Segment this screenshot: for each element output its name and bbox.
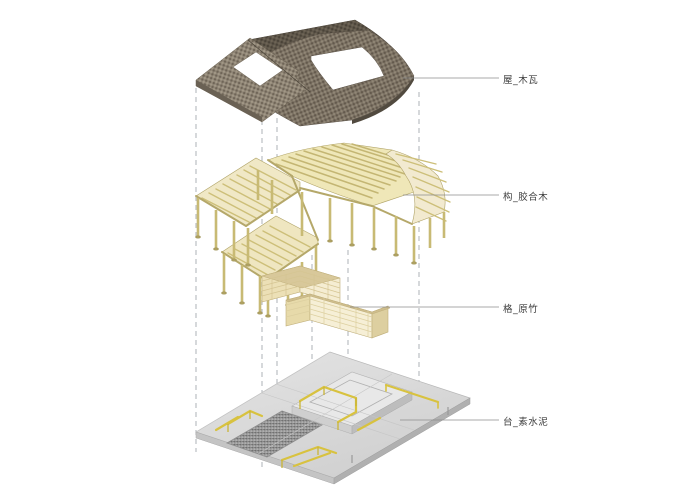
railing-mid	[356, 416, 382, 432]
railing-front-step2	[292, 451, 332, 468]
roof-ridge-line	[247, 39, 311, 93]
label-screen: 格_原竹	[503, 304, 539, 315]
label-structure: 构_胶合木	[503, 192, 549, 203]
platform-terrace-edge-r	[351, 391, 413, 435]
layer-structure	[195, 142, 451, 318]
roof-edge-front	[196, 80, 262, 122]
leader-lines	[350, 77, 499, 421]
roof-edge-right	[352, 76, 414, 124]
railing-back-right	[384, 383, 440, 404]
layer-roof	[195, 19, 415, 127]
platform-legs	[351, 407, 449, 463]
screen-back-slats	[261, 270, 341, 301]
platform-court-outline	[309, 379, 393, 417]
railing-left-edge2	[214, 415, 240, 432]
label-roof: 屋_木瓦	[503, 75, 539, 86]
screen-front-cap	[285, 293, 391, 315]
platform-gravel-bed	[226, 410, 323, 458]
label-platform: 台_素水泥	[503, 417, 549, 428]
platform-seams	[195, 351, 415, 455]
platform-railing-posts	[227, 387, 357, 468]
structure-rafters-right	[395, 153, 451, 222]
railing-back-right-post	[385, 384, 439, 409]
structure-rafters-left	[201, 165, 297, 223]
roof-front-opening	[232, 51, 284, 87]
structure-columns	[196, 170, 446, 315]
screen-front-slats	[285, 298, 373, 337]
screen-front-main-face	[309, 293, 373, 339]
structure-purlins-main	[275, 143, 415, 199]
platform-slab-edge-right	[333, 397, 471, 485]
layer-screen	[261, 265, 391, 339]
layer-platform	[195, 351, 471, 485]
roof-upper-opening	[310, 46, 385, 91]
